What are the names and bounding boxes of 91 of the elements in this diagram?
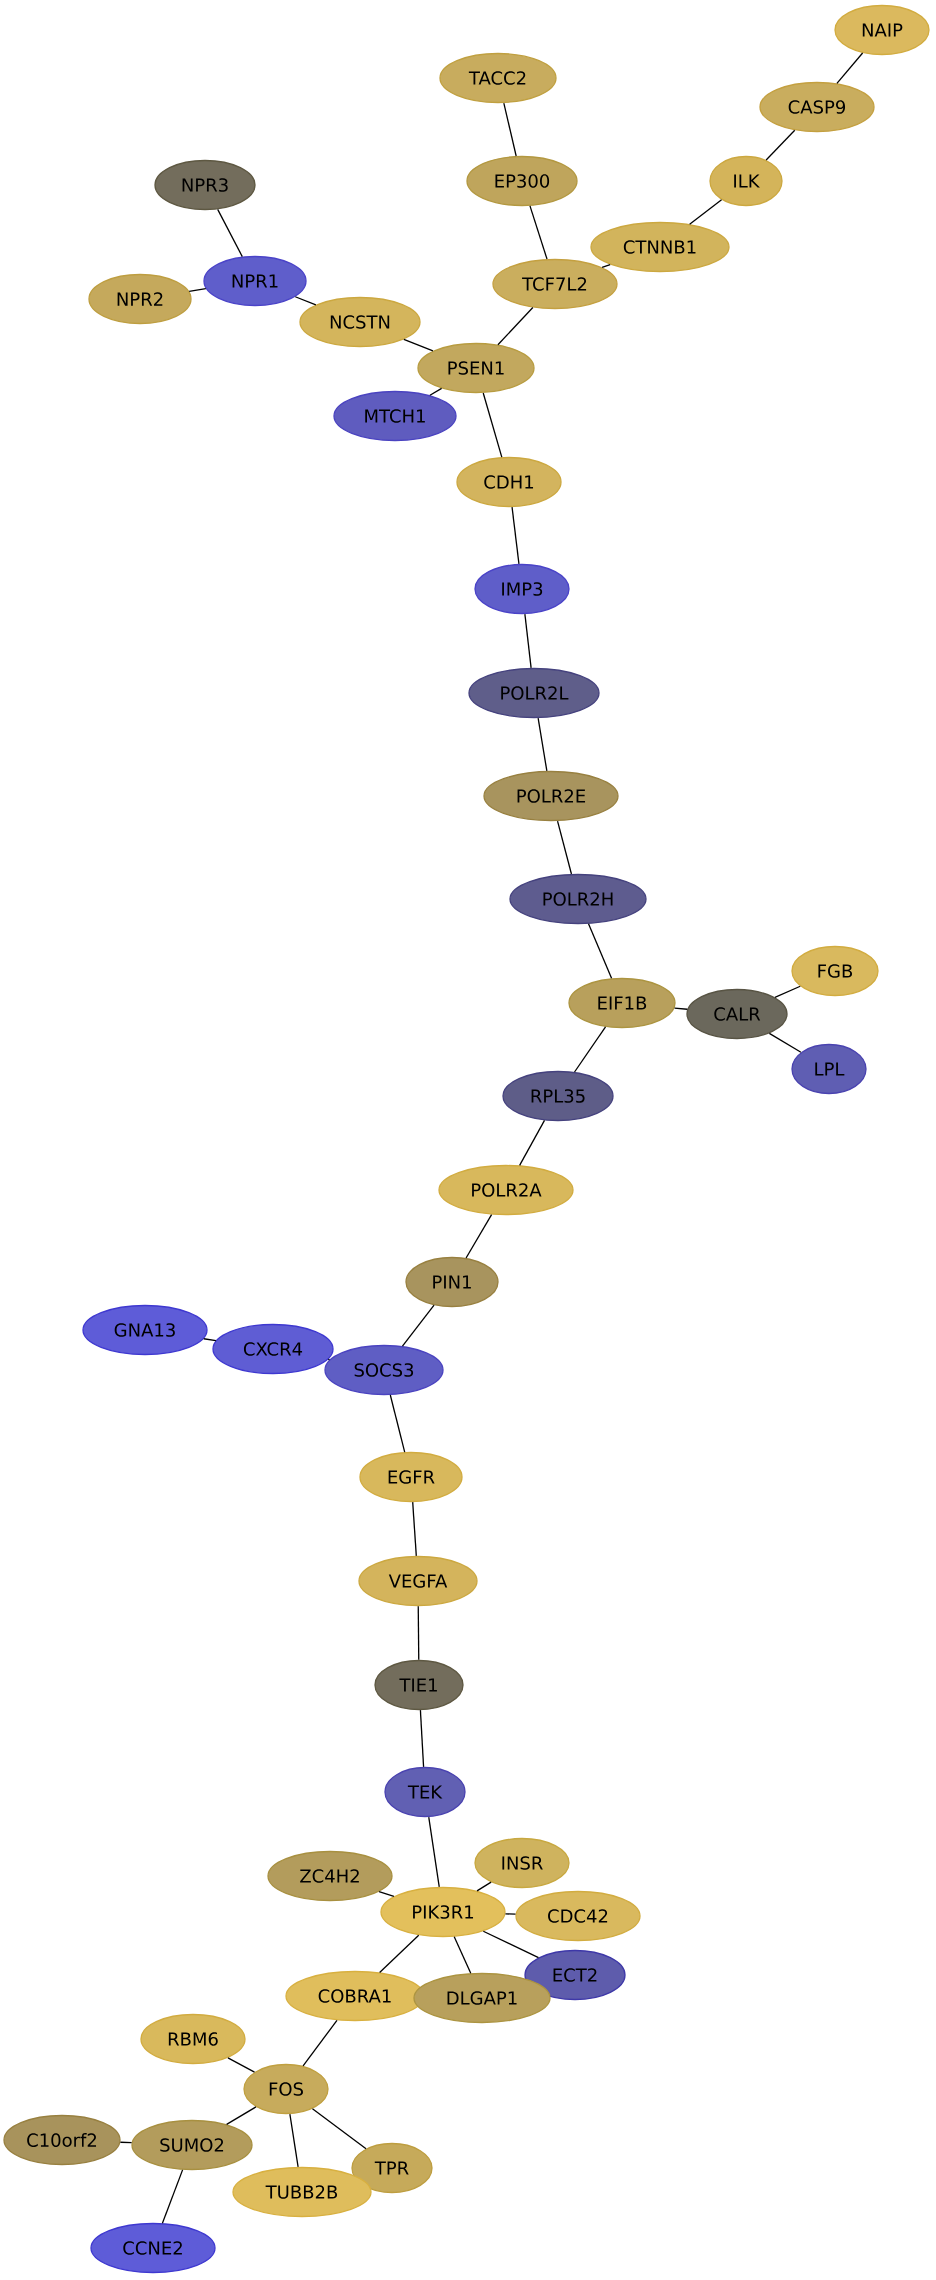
network-node: TUBB2B <box>232 2166 372 2218</box>
connector-line <box>524 613 532 669</box>
network-node: LPL <box>791 1043 867 1095</box>
network-node: CCNE2 <box>90 2222 216 2274</box>
network-node: ZC4H2 <box>267 1850 393 1902</box>
connector-line <box>419 1709 425 1768</box>
connector-line <box>774 985 801 998</box>
connector-line <box>311 2108 367 2150</box>
network-node: CXCR4 <box>212 1323 334 1375</box>
network-node: RBM6 <box>140 2013 246 2065</box>
connector-line <box>768 1032 802 1053</box>
network-node: EGFR <box>359 1451 463 1503</box>
connector-line <box>689 199 723 225</box>
connector-line <box>497 306 534 346</box>
network-node: MTCH1 <box>333 390 457 442</box>
network-node: VEGFA <box>358 1555 478 1607</box>
connector-line <box>537 717 548 772</box>
connector-line <box>765 129 796 161</box>
connector-line <box>289 2113 299 2168</box>
connector-line <box>401 1304 435 1347</box>
connector-line <box>403 338 434 352</box>
network-node: FOS <box>243 2063 329 2115</box>
connector-line <box>217 208 243 258</box>
connector-line <box>379 1934 420 1974</box>
connector-line <box>161 2169 184 2224</box>
network-node: C10orf2 <box>3 2114 121 2166</box>
connector-line <box>188 288 207 292</box>
connector-line <box>227 2057 256 2073</box>
connector-line <box>511 506 520 565</box>
connector-line <box>327 1358 331 1361</box>
network-node: POLR2L <box>468 667 600 719</box>
network-node: PIN1 <box>405 1256 499 1308</box>
network-node: GNA13 <box>82 1304 208 1356</box>
network-node: TPR <box>351 2142 433 2194</box>
connector-line <box>503 102 517 157</box>
connector-line <box>453 1936 472 1974</box>
connector-line <box>465 1213 493 1259</box>
connector-line <box>226 2106 257 2125</box>
network-node: CDC42 <box>515 1890 641 1942</box>
network-node: CTNNB1 <box>590 221 730 273</box>
network-node: FGB <box>791 945 879 997</box>
network-node: INSR <box>474 1837 570 1889</box>
network-node: EP300 <box>466 155 578 207</box>
connector-line <box>203 1338 217 1342</box>
network-node: NPR1 <box>203 255 307 307</box>
network-node: COBRA1 <box>285 1970 425 2022</box>
network-node: TACC2 <box>439 52 557 104</box>
network-node: IMP3 <box>474 563 570 615</box>
connector-line <box>601 263 611 269</box>
network-node: DLGAP1 <box>413 1972 551 2024</box>
network-node: TCF7L2 <box>492 258 618 310</box>
network-node: ILK <box>709 155 783 207</box>
network-node: PIK3R1 <box>380 1886 506 1938</box>
connector-line <box>529 205 548 260</box>
connector-line <box>428 1816 440 1888</box>
network-node: POLR2A <box>438 1164 574 1216</box>
network-node: CDH1 <box>456 456 562 508</box>
network-node: CASP9 <box>759 81 875 133</box>
connector-line <box>378 1891 395 1898</box>
network-node: TIE1 <box>374 1659 464 1711</box>
connector-line <box>587 923 613 979</box>
connector-line <box>504 1913 517 1915</box>
connector-line <box>556 820 573 875</box>
connector-line <box>476 1881 492 1892</box>
network-node: EIF1B <box>568 977 676 1029</box>
network-node: POLR2E <box>483 770 619 822</box>
network-node: NPR2 <box>88 273 192 325</box>
network-node: NPR3 <box>154 159 256 211</box>
network-node: PSEN1 <box>417 342 535 394</box>
network-node: NAIP <box>834 4 930 56</box>
connector-line <box>482 392 503 458</box>
connector-line <box>482 1930 540 1959</box>
connector-line <box>429 387 443 396</box>
connector-line <box>302 2019 338 2067</box>
network-node: POLR2H <box>509 873 647 925</box>
connector-line <box>519 1119 546 1167</box>
connector-line <box>412 1501 417 1557</box>
connector-line <box>673 1007 688 1010</box>
connector-line <box>119 2141 133 2144</box>
connector-line <box>389 1394 406 1453</box>
network-node: NCSTN <box>299 296 421 348</box>
network-node: ECT2 <box>524 1949 626 2001</box>
network-node: TEK <box>384 1766 466 1818</box>
connector-line <box>836 52 864 85</box>
connector-line <box>573 1026 607 1073</box>
network-node: SOCS3 <box>324 1344 444 1396</box>
connector-line <box>417 1605 420 1661</box>
network-node: CALR <box>686 988 788 1040</box>
network-node: SUMO2 <box>131 2119 253 2171</box>
network-node: RPL35 <box>502 1070 614 1122</box>
connector-line <box>294 296 317 306</box>
